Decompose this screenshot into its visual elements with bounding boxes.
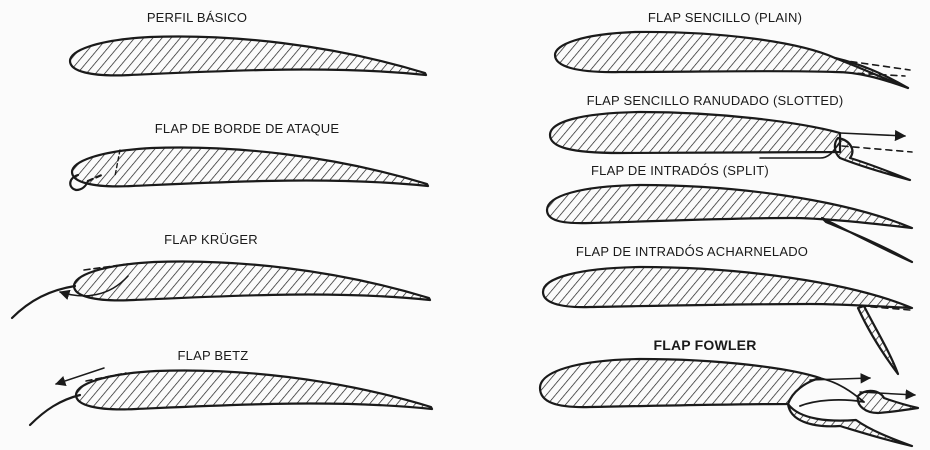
plain-flap-icon: [555, 32, 910, 88]
split-flap-icon: [547, 185, 912, 262]
hinged-split-flap-icon: [543, 267, 912, 374]
airfoil-basic-icon: [70, 36, 426, 75]
slotted-flap-icon: [550, 112, 912, 180]
leading-edge-flap-icon: [70, 147, 428, 190]
kruger-flap-icon: [12, 261, 430, 318]
fowler-flap-icon: [540, 359, 918, 446]
betz-flap-icon: [30, 368, 432, 425]
